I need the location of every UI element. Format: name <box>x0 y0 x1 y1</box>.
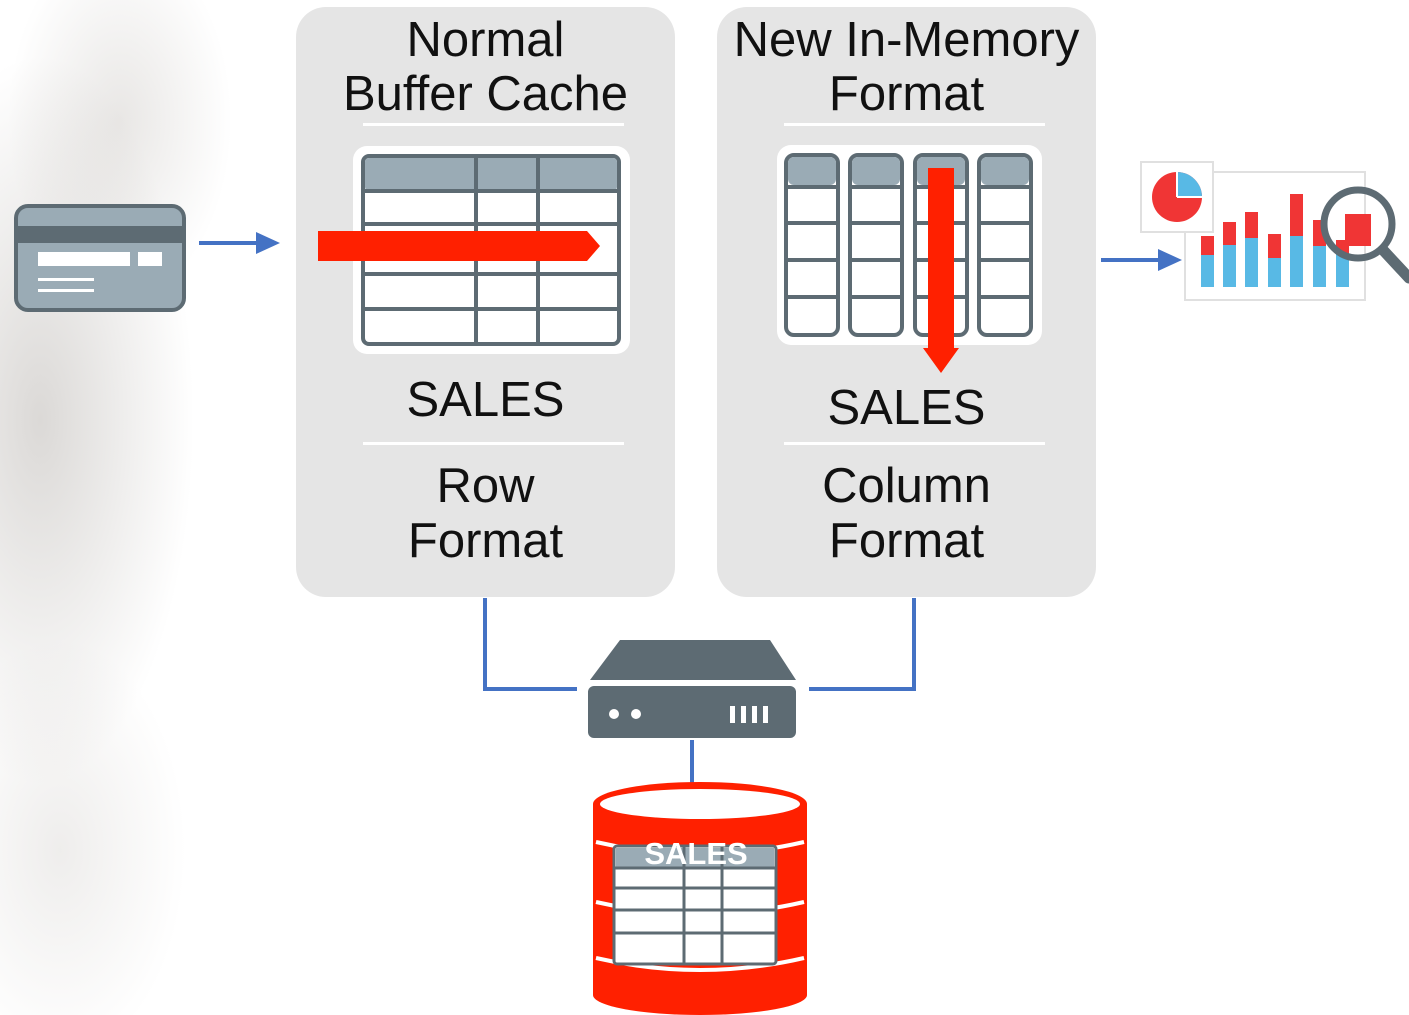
in-memory-title-line2: Format <box>828 67 985 121</box>
database-label: SALES <box>644 836 748 871</box>
column-table-card <box>777 145 1042 345</box>
row-format-line2: Format <box>407 514 564 568</box>
divider <box>784 123 1045 126</box>
column-panel-connector <box>809 598 916 691</box>
input-arrow <box>199 232 280 254</box>
column-format-line1: Column <box>822 459 991 513</box>
server-icon <box>588 640 796 738</box>
row-table-label: SALES <box>406 373 565 427</box>
output-arrow <box>1101 249 1182 271</box>
divider <box>363 442 624 445</box>
column-scan-arrow <box>923 168 959 373</box>
pie-chart-icon <box>1152 172 1202 222</box>
row-format-line1: Row <box>436 459 535 513</box>
divider <box>784 442 1045 445</box>
divider <box>363 123 624 126</box>
buffer-cache-title-line2: Buffer Cache <box>342 67 629 121</box>
row-panel-connector <box>483 598 577 691</box>
credit-card-icon <box>14 204 186 312</box>
in-memory-panel: New In-Memory Format <box>717 7 1096 597</box>
column-table-label: SALES <box>827 381 986 435</box>
magnifier-icon <box>1320 186 1409 284</box>
buffer-cache-title-line1: Normal <box>406 13 565 67</box>
in-memory-title-line1: New In-Memory <box>733 13 1080 67</box>
database-icon <box>593 782 807 1015</box>
column-format-line2: Format <box>828 514 985 568</box>
background-texture <box>0 0 330 1015</box>
analytics-report-icon <box>1140 161 1366 301</box>
row-scan-arrow <box>318 231 600 261</box>
